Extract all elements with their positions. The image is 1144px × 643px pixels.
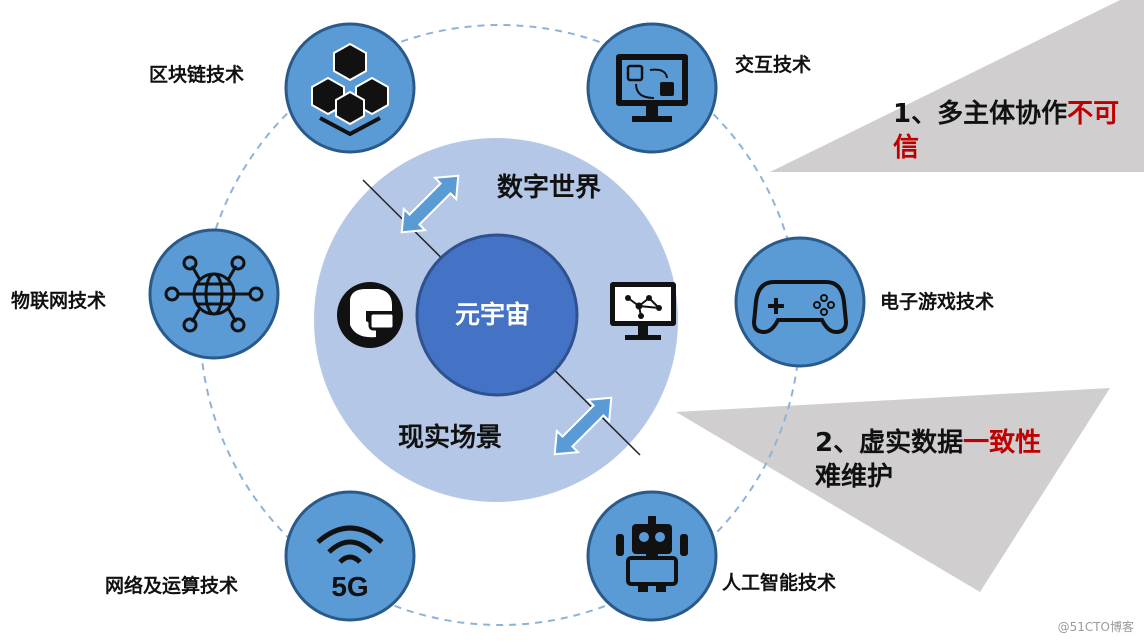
network-node: 5G: [284, 490, 416, 622]
game-node: [734, 236, 866, 368]
tech-label-game: 电子游戏技术: [880, 291, 995, 313]
double-arrow-top: [400, 174, 460, 234]
iot-node: [148, 228, 280, 360]
note-1: 1、多主体协作不可信: [893, 98, 1133, 166]
digital-world-label: 数字世界: [497, 173, 602, 203]
tech-label-ai: 人工智能技术: [722, 572, 837, 594]
interaction-node: [586, 22, 718, 154]
note-1-text: 1、多主体协作: [893, 99, 1068, 129]
core-circle: [415, 233, 579, 397]
note-2-tail: 难维护: [815, 461, 894, 492]
note-2-highlight: 一致性: [963, 428, 1042, 458]
callout-wedge-2: [676, 388, 1110, 592]
blockchain-cubes-icon: [311, 42, 389, 137]
note-2: 2、虚实数据一致性难维护: [815, 427, 1055, 495]
real-scene-label: 现实场景: [398, 423, 503, 453]
vr-headset-icon: [337, 282, 403, 348]
tech-label-interaction: 交互技术: [735, 54, 812, 76]
watermark: @51CTO博客: [1057, 620, 1134, 634]
core-label: 元宇宙: [455, 300, 531, 329]
interaction-monitor-icon: [616, 54, 688, 122]
blockchain-node: [284, 22, 416, 154]
robot-icon: [616, 516, 688, 592]
note-2-text: 2、虚实数据: [815, 428, 964, 458]
callout-wedge-1: [770, 0, 1144, 172]
5g-text: 5G: [331, 571, 368, 602]
gamepad-icon: [751, 280, 849, 335]
network-monitor-icon: [610, 282, 676, 340]
5g-wifi-icon: 5G: [316, 525, 384, 602]
tech-label-iot: 物联网技术: [11, 290, 107, 312]
ai-node: [586, 490, 718, 622]
note-1-highlight: 不可信: [893, 99, 1120, 163]
iot-globe-network-icon: [164, 255, 264, 333]
double-arrow-bottom: [553, 396, 613, 456]
tech-label-blockchain: 区块链技术: [149, 64, 245, 86]
tech-label-network: 网络及运算技术: [105, 575, 239, 597]
